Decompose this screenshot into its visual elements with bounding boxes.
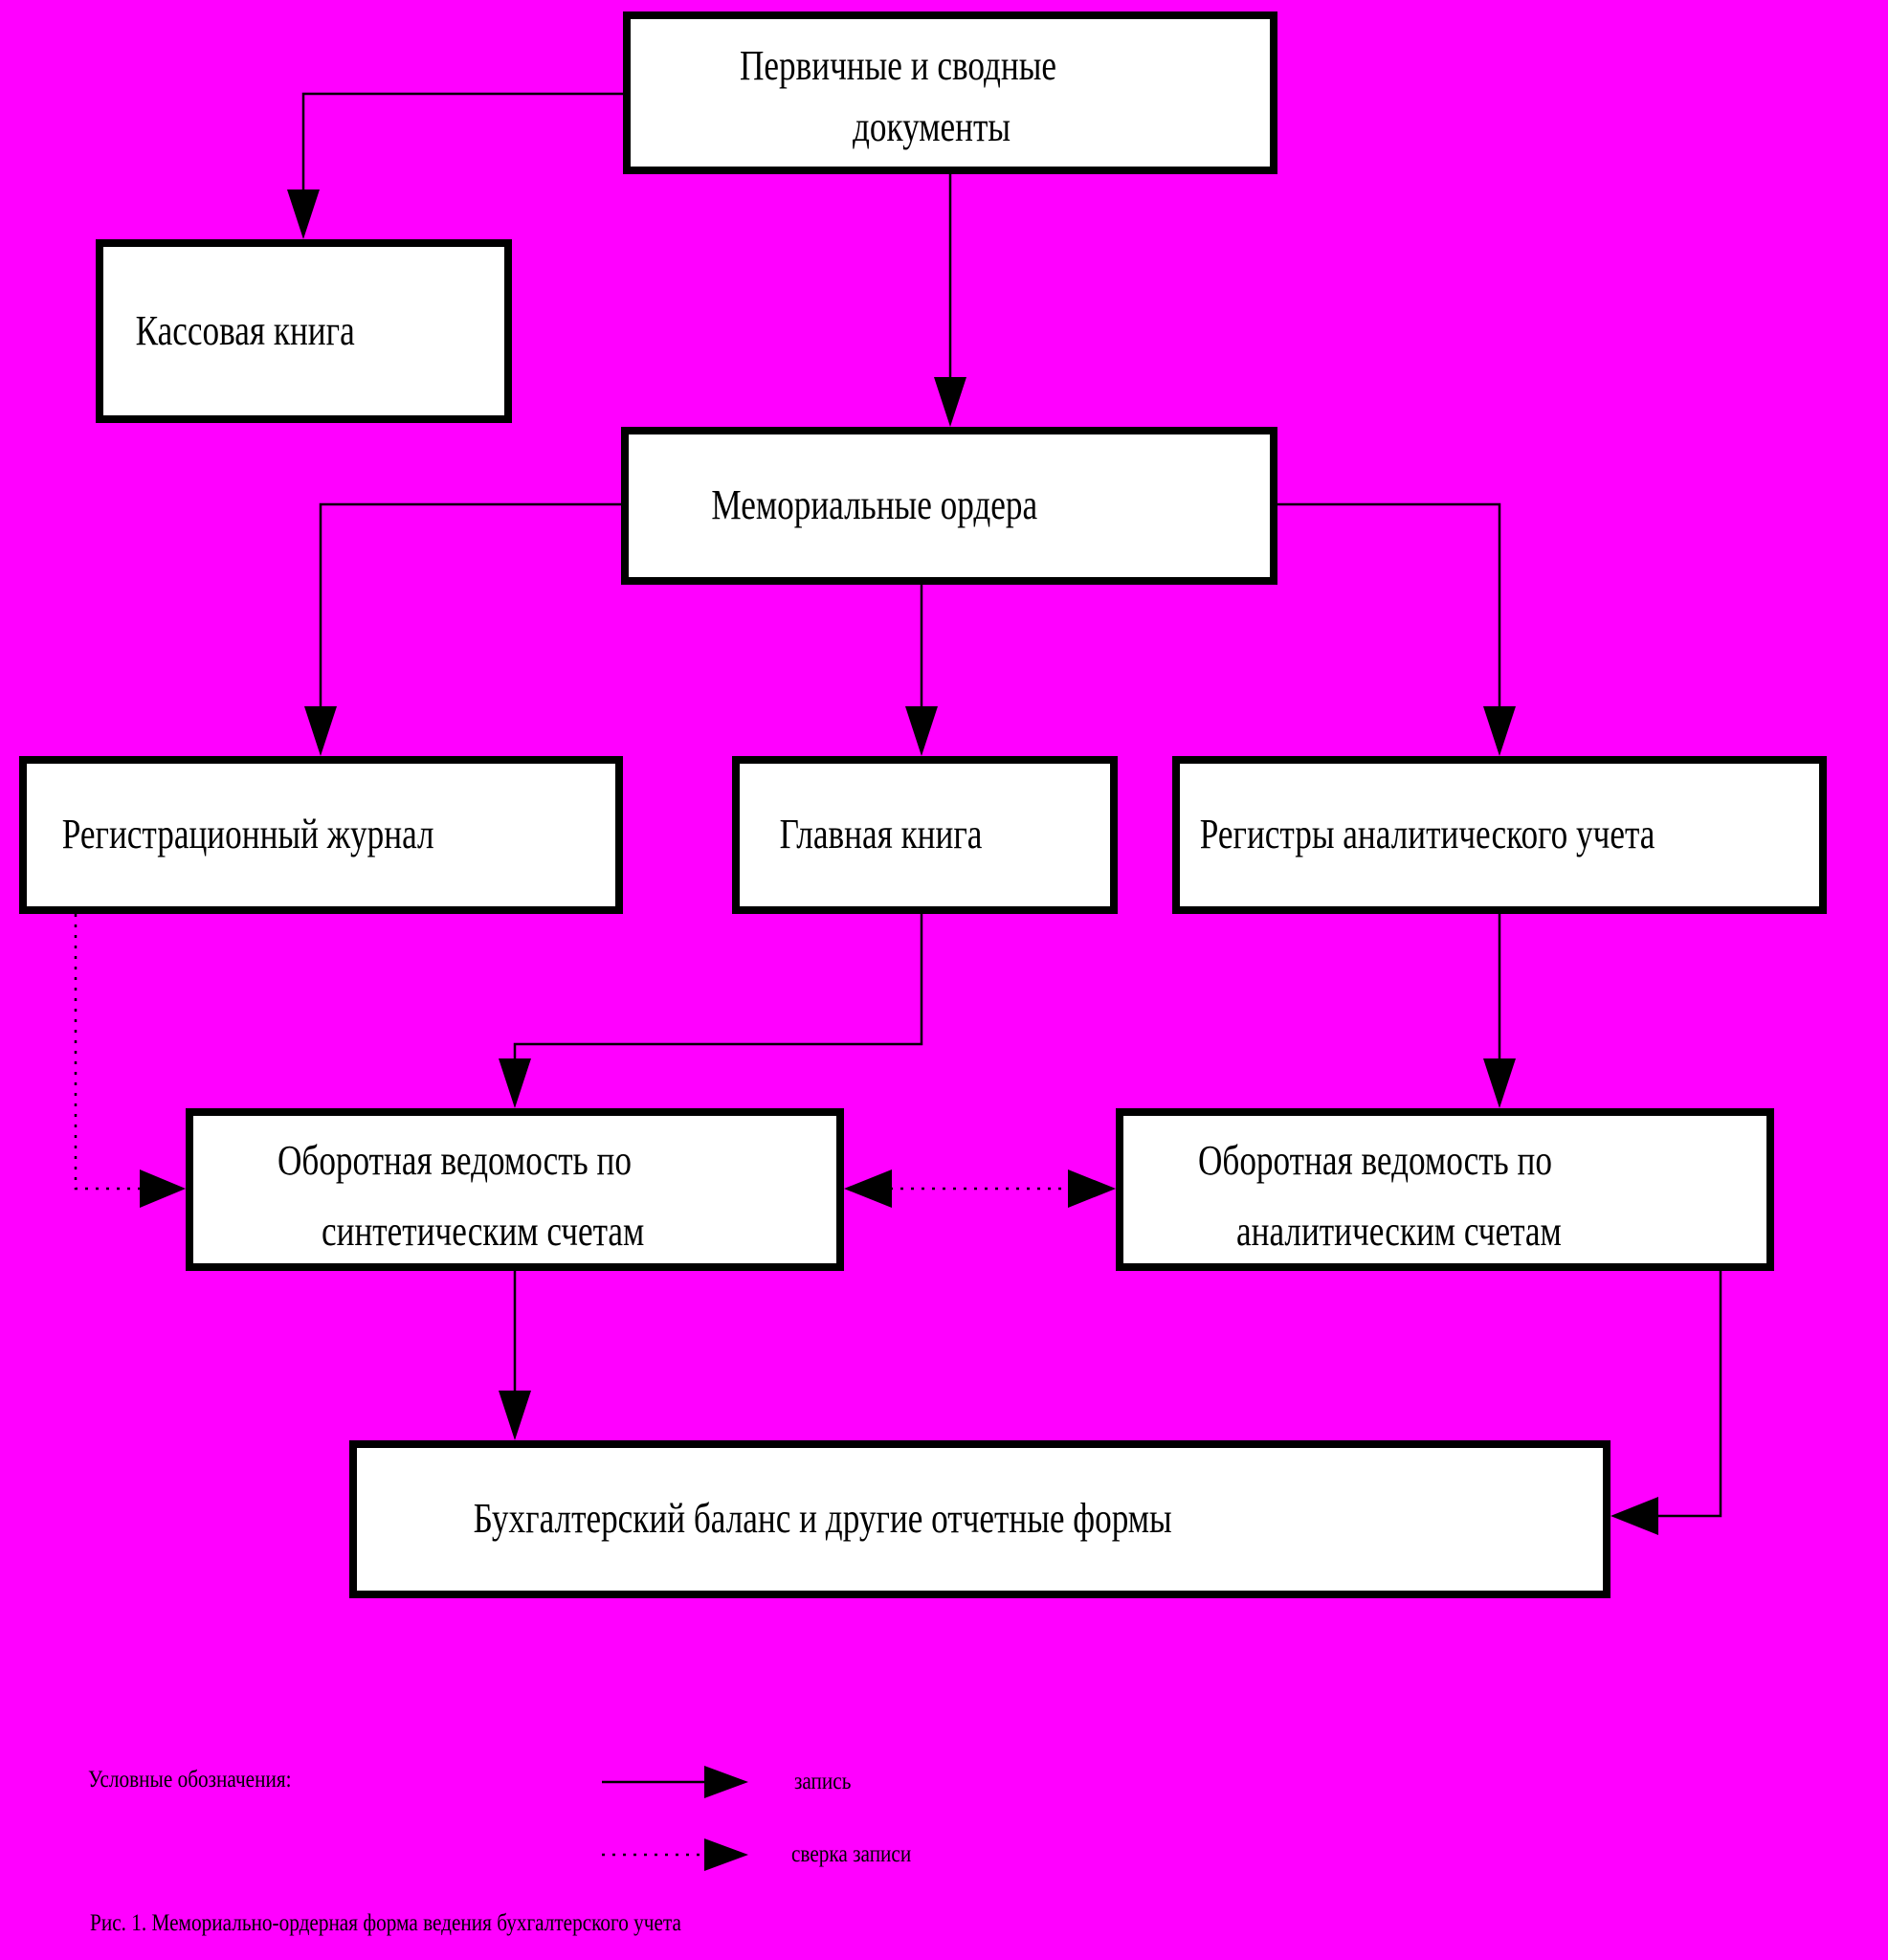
box-primary-documents-label-line2: документы xyxy=(853,103,1011,150)
box-cash-book: Кассовая книга xyxy=(96,239,512,423)
arrow-memorial-to-ledger xyxy=(905,585,938,756)
legend-solid-arrow-icon xyxy=(602,1766,748,1798)
arrow-primary-to-cashbook xyxy=(287,92,623,239)
dotted-arrow-regjournal-to-turnsyn xyxy=(74,914,186,1208)
box-turnover-synthetic-label-line2: синтетическим счетам xyxy=(322,1208,645,1255)
legend-title: Условные обозначения: xyxy=(88,1767,327,1793)
box-turnover-sheet-analytical: Оборотная ведомость по аналитическим сче… xyxy=(1116,1108,1774,1271)
legend-item-verification-label: сверка записи xyxy=(791,1841,912,1867)
box-turnover-analytical-label-line2: аналитическим счетам xyxy=(1236,1208,1562,1255)
box-general-ledger: Главная книга xyxy=(732,756,1118,914)
legend-dotted-arrow-icon xyxy=(602,1838,748,1871)
arrow-memorial-to-regjournal xyxy=(304,502,621,756)
box-memorial-orders: Мемориальные ордера xyxy=(621,427,1277,585)
box-analytical-registers: Регистры аналитического учета xyxy=(1172,756,1827,914)
box-primary-documents: Первичные и сводные документы xyxy=(623,11,1277,174)
figure-caption: Рис. 1. Мемориально-ордерная форма веден… xyxy=(90,1910,786,1937)
box-balance-sheet: Бухгалтерский баланс и другие отчетные ф… xyxy=(349,1440,1610,1598)
box-cash-book-label: Кассовая книга xyxy=(135,306,355,354)
box-turnover-sheet-synthetic: Оборотная ведомость по синтетическим сче… xyxy=(186,1108,844,1271)
legend-item-record: запись xyxy=(794,1769,861,1795)
figure-caption-text: Рис. 1. Мемориально-ордерная форма веден… xyxy=(90,1910,681,1936)
box-analytical-registers-label: Регистры аналитического учета xyxy=(1199,811,1655,858)
arrow-analytical-to-turnana xyxy=(1483,914,1516,1108)
box-turnover-analytical-label-line1: Оборотная ведомость по xyxy=(1198,1137,1552,1184)
legend-title-text: Условные обозначения: xyxy=(88,1767,292,1793)
box-primary-documents-label-line1: Первичные и сводные xyxy=(740,42,1056,89)
arrow-turnsyn-to-balance xyxy=(499,1271,531,1440)
box-registration-journal: Регистрационный журнал xyxy=(19,756,623,914)
arrow-ledger-to-turnsyn xyxy=(499,914,923,1108)
legend-item-verification: сверка записи xyxy=(791,1841,932,1868)
arrow-turnana-to-balance xyxy=(1610,1271,1722,1535)
legend-item-record-label: запись xyxy=(794,1769,852,1794)
arrow-memorial-to-analytical xyxy=(1277,502,1516,756)
box-registration-journal-label: Регистрационный журнал xyxy=(61,811,434,858)
box-balance-sheet-label: Бухгалтерский баланс и другие отчетные ф… xyxy=(473,1495,1172,1543)
dotted-arrow-turnsyn-turnana xyxy=(844,1169,1116,1208)
box-turnover-synthetic-label-line1: Оборотная ведомость по xyxy=(278,1137,632,1184)
box-memorial-orders-label: Мемориальные ордера xyxy=(711,481,1038,529)
box-general-ledger-label: Главная книга xyxy=(779,811,983,858)
arrow-primary-to-memorial xyxy=(934,174,966,427)
